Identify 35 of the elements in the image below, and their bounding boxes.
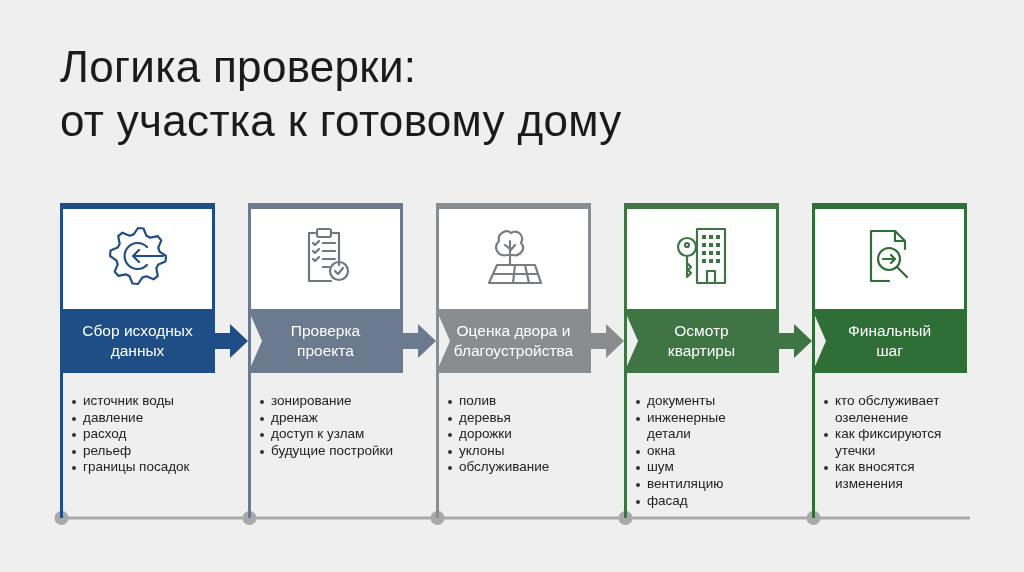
bullet-item: фасад — [634, 492, 770, 510]
bullet-item: расход — [70, 426, 206, 443]
bullet-item: доступ к узлам — [258, 426, 394, 443]
bullet-item: полив — [446, 393, 582, 410]
step-card — [812, 203, 967, 518]
bullet-item: дорожки — [446, 426, 582, 443]
arrow — [215, 324, 248, 358]
step-header: Финальный шаг — [812, 309, 967, 373]
step-card — [624, 203, 779, 518]
bullet-item: как вносятся изменения — [822, 459, 958, 493]
step-card — [436, 203, 591, 518]
step-header: Проверка проекта — [248, 309, 403, 373]
arrow — [591, 324, 624, 358]
step-header: Сбор исходных данных — [60, 309, 215, 373]
arrow — [403, 324, 436, 358]
arrow — [779, 324, 812, 358]
bullet-item: дренаж — [258, 409, 394, 427]
bullet-item: вентиляцию — [634, 475, 770, 493]
bullet-item: деревья — [446, 409, 582, 427]
bullet-item: границы посадок — [70, 459, 206, 476]
step-header: Осмотр квартиры — [624, 309, 779, 373]
bullet-item: шум — [634, 459, 770, 476]
bullet-item: уклоны — [446, 442, 582, 460]
bullet-item: обслуживание — [446, 459, 582, 476]
step-header: Оценка двора и благоустройства — [436, 309, 591, 373]
bullet-item: окна — [634, 442, 770, 460]
bullet-item: давление — [70, 409, 206, 427]
step-card — [248, 203, 403, 518]
step-card — [60, 203, 215, 518]
bullet-item: документы — [634, 393, 770, 410]
bullet-item: зонирование — [258, 393, 394, 410]
title: Логика проверки: от участка к готовому дому — [60, 41, 622, 147]
bullet-item: будущие постройки — [258, 442, 394, 460]
bullet-item: источник воды — [70, 393, 206, 410]
bullet-item: рельеф — [70, 442, 206, 460]
